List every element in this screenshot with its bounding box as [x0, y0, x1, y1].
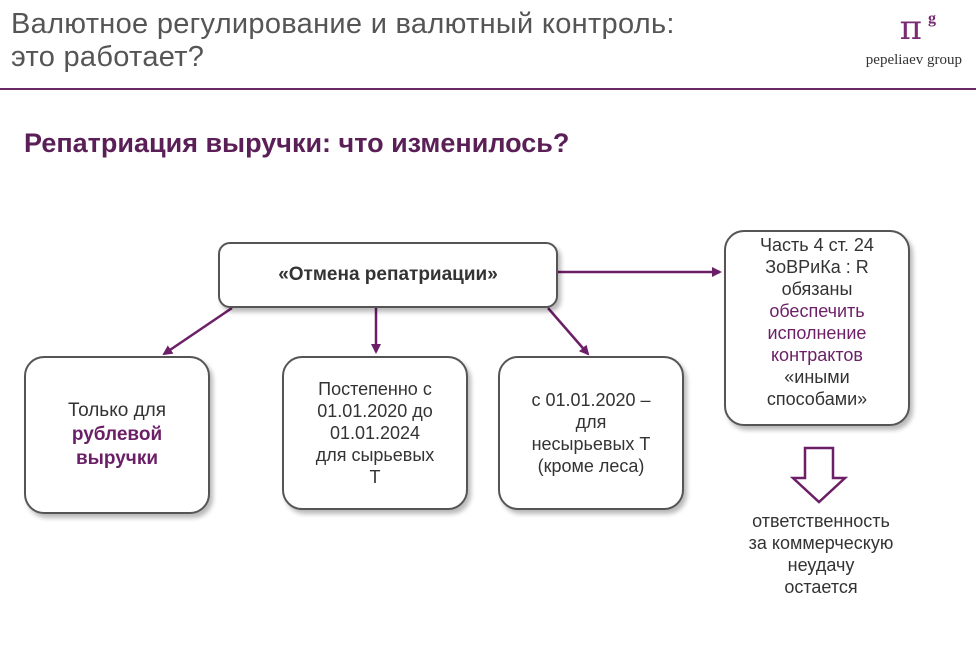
ruble-box-line-3: выручки — [75, 448, 159, 469]
logo-superscript: g — [928, 10, 936, 27]
title-line-2: это работает? — [11, 41, 205, 73]
raw-goods-box: Постепенно с 01.01.2020 до 01.01.2024 дл… — [282, 356, 468, 510]
company-logo: π g pepeliaev group — [826, 8, 966, 70]
law-article-box: Часть 4 ст. 24 ЗоВРиКа : R обязаны обесп… — [724, 230, 910, 426]
down-block-arrow — [789, 446, 849, 504]
responsibility-note: ответственность за коммерческую неудачу … — [728, 510, 914, 598]
nonraw-goods-box: с 01.01.2020 – для несырьевых Т (кроме л… — [498, 356, 684, 510]
nonraw-box-line-3: несырьевых Т — [531, 434, 651, 454]
responsibility-line-2: за коммерческую — [748, 533, 894, 553]
raw-box-line-1: Постепенно с — [318, 379, 432, 399]
logo-wordmark: pepeliaev group — [865, 52, 962, 68]
nonraw-box-line-1: с 01.01.2020 – — [531, 390, 651, 410]
cancel-repatriation-label: «Отмена репатриации» — [278, 264, 498, 285]
law-box-line-2: ЗоВРиКа : R — [765, 257, 869, 277]
responsibility-line-1: ответственность — [752, 511, 890, 531]
arrow-to-nonraw-goods-box — [547, 307, 590, 356]
nonraw-box-line-4: (кроме леса) — [537, 456, 645, 476]
header-divider — [0, 88, 976, 90]
raw-box-line-5: Т — [369, 467, 381, 487]
law-box-line-3: обязаны — [781, 279, 853, 299]
arrow-to-ruble-box — [162, 306, 233, 356]
law-box-line-8: способами» — [766, 389, 868, 409]
ruble-revenue-box: Только для рублевой выручки — [24, 356, 210, 514]
law-box-line-7: «иными — [784, 367, 850, 387]
section-heading: Репатриация выручки: что изменилось? — [24, 128, 570, 158]
ruble-box-line-2: рублевой — [71, 424, 163, 445]
responsibility-line-4: остается — [784, 577, 858, 597]
raw-box-line-3: 01.01.2024 — [329, 423, 421, 443]
law-box-line-5: исполнение — [767, 323, 867, 343]
slide-title: Валютное регулирование и валютный контро… — [11, 8, 811, 74]
responsibility-line-3: неудачу — [787, 555, 855, 575]
law-box-line-1: Часть 4 ст. 24 — [760, 235, 874, 255]
ruble-box-line-1: Только для — [67, 400, 167, 421]
raw-box-line-4: для сырьевых — [315, 445, 435, 465]
logo-mark: π — [899, 8, 922, 48]
law-box-line-4: обеспечить — [769, 301, 865, 321]
law-box-line-6: контрактов — [770, 345, 863, 365]
nonraw-box-line-2: для — [575, 412, 607, 432]
cancel-repatriation-box: «Отмена репатриации» — [218, 242, 558, 308]
raw-box-line-2: 01.01.2020 до — [317, 401, 433, 421]
title-line-1: Валютное регулирование и валютный контро… — [11, 8, 675, 40]
